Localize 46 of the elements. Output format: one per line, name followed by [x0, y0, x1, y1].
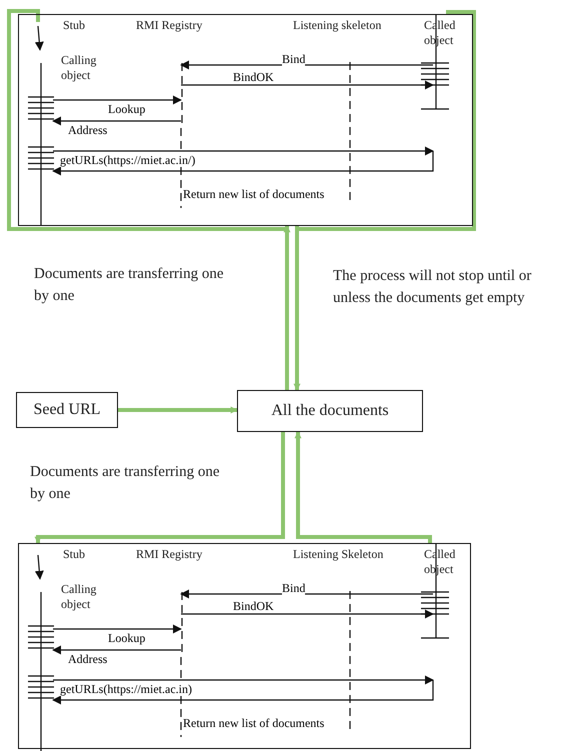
participant-label: Stub — [63, 547, 86, 562]
arrow — [53, 624, 182, 634]
frame-box — [18, 14, 473, 226]
participant-label: Calling object — [60, 52, 98, 83]
edge-label: Lookup — [108, 102, 146, 116]
edge-label: BindOK — [233, 599, 274, 613]
note-text: Documents are transferring one by one — [34, 265, 225, 306]
edge-label: getURLs(https://miet.ac.in/) — [60, 153, 196, 167]
arrow — [34, 26, 44, 51]
edge-label: Address — [68, 123, 108, 137]
edge-label: Return new list of documents — [183, 187, 324, 201]
arrow — [294, 431, 432, 543]
arrow — [181, 80, 434, 90]
participant-label: RMI Registry — [136, 547, 204, 562]
note-text: Documents are transferring one by one — [30, 463, 221, 504]
arrow — [34, 554, 44, 580]
arrow — [52, 116, 181, 126]
arrow — [294, 226, 300, 391]
participant-label: Listening skeleton — [293, 18, 382, 33]
arrow — [53, 96, 182, 104]
arrow — [52, 151, 434, 176]
arrow — [34, 432, 285, 544]
arrow — [52, 680, 434, 704]
process-box: All the documents — [237, 390, 423, 432]
participant-label: RMI Registry — [136, 18, 204, 33]
arrow — [180, 590, 433, 598]
arrow — [284, 225, 290, 390]
arrow — [53, 146, 434, 156]
edge-label: Bind — [282, 581, 306, 595]
arrow — [52, 646, 181, 654]
edge-label: Bind — [282, 52, 306, 66]
edge-label: getURLs(https://miet.ac.in) — [60, 682, 192, 696]
participant-label: Calling object — [60, 581, 98, 612]
participant-label: Listening Skeleton — [293, 547, 384, 562]
note-text: The process will not stop until or unless the documents get empty — [333, 267, 532, 308]
arrow — [180, 60, 433, 70]
edge-label: BindOK — [233, 70, 274, 84]
frame-box — [18, 543, 471, 749]
arrow — [118, 406, 238, 414]
process-box: Seed URL — [16, 392, 118, 428]
edge-label: Return new list of documents — [183, 716, 324, 730]
edge-label: Lookup — [108, 631, 146, 645]
edge-label: Address — [68, 652, 108, 666]
participant-label: Stub — [63, 18, 86, 33]
arrow — [181, 610, 434, 618]
arrow — [53, 676, 434, 684]
